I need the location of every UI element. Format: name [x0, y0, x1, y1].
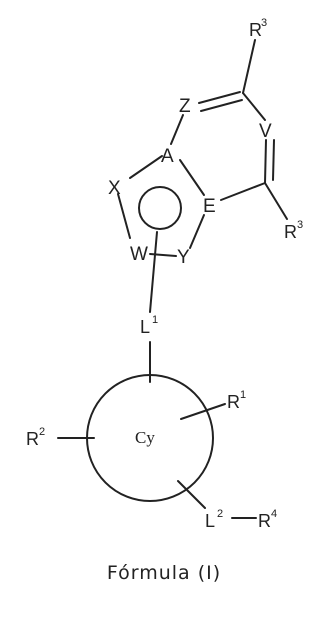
- r3-right-superscript: 3: [297, 219, 303, 231]
- atom-e-label: E: [203, 196, 216, 217]
- l1-superscript: 1: [152, 314, 158, 326]
- r4-label: R: [258, 511, 271, 531]
- r1-label: R: [227, 392, 240, 412]
- bond-w-y: [149, 253, 177, 257]
- r3-right-label: R: [284, 222, 297, 242]
- bond-e-y: [189, 214, 205, 249]
- r3-top-label: R: [249, 20, 262, 40]
- formula-caption: Fórmula (I): [106, 562, 222, 584]
- atom-y-label: Y: [177, 247, 190, 268]
- atom-z-label: Z: [179, 96, 191, 117]
- l2-superscript: 2: [217, 508, 223, 520]
- l2-label: L: [205, 511, 215, 531]
- bond-cr-r3-top: [242, 39, 256, 94]
- bond-v-cr2: [264, 139, 267, 184]
- bond-v-cr2-double: [272, 139, 275, 181]
- r2-superscript: 2: [39, 426, 45, 438]
- r4-superscript: 4: [271, 508, 277, 520]
- cy-ring-label: Cy: [135, 428, 155, 447]
- bond-x-a: [129, 155, 163, 179]
- bond-ring-l1: [149, 231, 158, 313]
- atom-x-label: X: [108, 178, 121, 199]
- atom-a-label: A: [161, 146, 174, 167]
- bond-cy-l2: [177, 480, 206, 509]
- bond-x-w: [117, 193, 131, 239]
- atom-w-label: W: [130, 244, 148, 265]
- bond-z-cr: [198, 91, 241, 104]
- bond-cr2-e: [220, 182, 266, 201]
- l1-label: L: [140, 317, 150, 337]
- bond-z-cr-double: [200, 99, 243, 112]
- aromatic-ring-circle: [138, 186, 182, 230]
- r2-label: R: [26, 429, 39, 449]
- bond-cr-v: [242, 92, 266, 121]
- bond-a-z: [170, 114, 184, 145]
- r1-superscript: 1: [240, 389, 246, 401]
- atom-v-label: V: [259, 121, 272, 142]
- bond-cy-r1: [180, 403, 226, 420]
- bond-cr2-r3-right: [264, 182, 288, 220]
- r3-top-superscript: 3: [261, 17, 267, 29]
- bond-a-e: [179, 159, 205, 196]
